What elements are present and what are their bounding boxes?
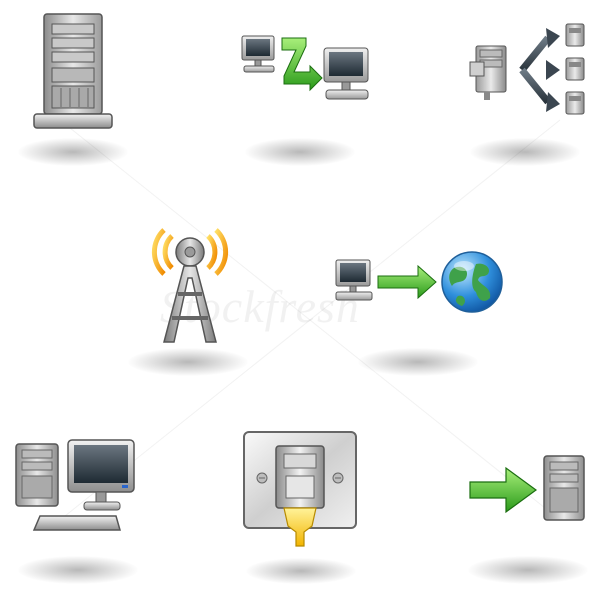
server-distribution-icon[interactable]: [462, 20, 590, 120]
computer-transfer-icon[interactable]: [238, 28, 373, 108]
icon-shadow: [245, 138, 355, 166]
server-tower-icon[interactable]: [30, 10, 120, 132]
icon-shadow: [18, 138, 128, 166]
desktop-computer-icon[interactable]: [12, 436, 138, 540]
wireless-tower-icon[interactable]: [142, 222, 238, 348]
computer-to-internet-icon[interactable]: [332, 250, 508, 322]
icon-shadow: [468, 556, 588, 584]
icon-shadow: [18, 556, 138, 584]
ethernet-port-icon[interactable]: [240, 430, 360, 550]
icon-shadow: [246, 558, 356, 584]
icon-shadow: [470, 138, 580, 166]
arrow-to-server-icon[interactable]: [466, 448, 590, 528]
icon-shadow: [128, 348, 248, 376]
icon-shadow: [358, 348, 478, 376]
